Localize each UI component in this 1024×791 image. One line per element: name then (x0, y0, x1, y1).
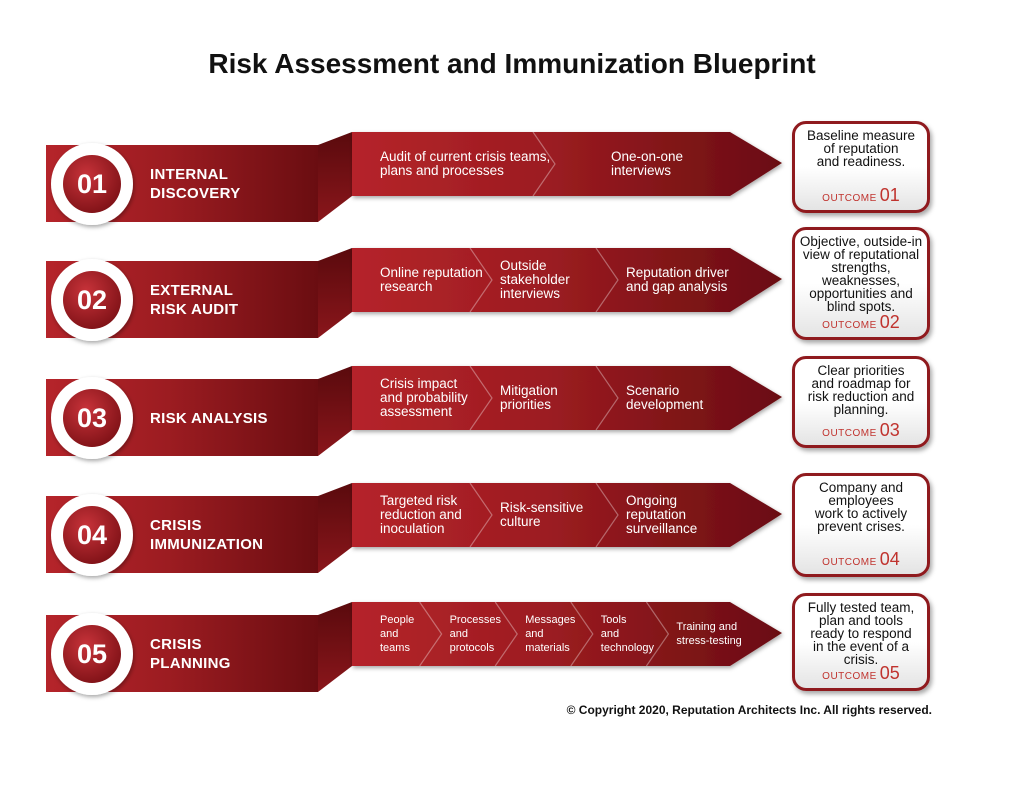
step-text: Reputation driver and gap analysis (626, 265, 729, 294)
row-arrow (352, 602, 782, 666)
step-text: Ongoing reputation surveillance (626, 493, 698, 536)
outcome-number: 05 (879, 663, 900, 683)
step-chevron (595, 365, 619, 431)
row-5 (46, 601, 782, 695)
row-number: 02 (76, 285, 108, 315)
step-text: Risk-sensitive culture (500, 500, 584, 529)
row-4 (46, 482, 782, 576)
step-text: Processes and protocols (449, 614, 501, 654)
row-number: 01 (76, 169, 108, 199)
step-text: Scenario development (626, 383, 704, 412)
row-label: CRISIS IMMUNIZATION (150, 517, 264, 553)
number-circle (63, 506, 121, 564)
step-chevron (595, 247, 619, 313)
step-text: Online reputation research (380, 265, 483, 294)
step-chevron (419, 601, 443, 667)
step-chevron (595, 482, 619, 548)
row-label: EXTERNAL RISK AUDIT (150, 282, 239, 318)
row-fold (318, 366, 352, 456)
step-chevron (469, 365, 493, 431)
row-fold (318, 602, 352, 692)
row-fold (318, 483, 352, 573)
row-arrow (352, 483, 782, 547)
outcome-word: OUTCOME (822, 320, 877, 331)
number-circle (63, 271, 121, 329)
outcome-word: OUTCOME (822, 557, 877, 568)
outcome-box: Fully tested team, plan and tools ready … (792, 593, 930, 691)
outcome-text: Clear priorities and roadmap for risk re… (807, 363, 915, 417)
outcome-word: OUTCOME (822, 428, 877, 439)
step-chevron (494, 601, 518, 667)
step-text: Targeted risk reduction and inoculation (380, 493, 462, 536)
step-chevron (469, 482, 493, 548)
step-text: Mitigation priorities (500, 383, 558, 412)
step-text: One-on-one interviews (611, 149, 684, 178)
number-circle (63, 155, 121, 213)
step-chevron (469, 247, 493, 313)
page-title: Risk Assessment and Immunization Bluepri… (208, 48, 816, 79)
outcome-text: Company and employees work to actively p… (814, 480, 908, 534)
outcome-box: Clear priorities and roadmap for risk re… (792, 356, 930, 448)
row-arrow (352, 248, 782, 312)
outcome-box: Objective, outside-in view of reputation… (792, 227, 930, 340)
outcome-number: 01 (879, 185, 900, 205)
outcome-number: 04 (879, 549, 900, 569)
step-text: People and teams (380, 614, 415, 654)
number-circle (63, 389, 121, 447)
row-number: 03 (76, 403, 108, 433)
outcome-word: OUTCOME (822, 193, 877, 204)
row-label: CRISIS PLANNING (150, 636, 231, 672)
number-circle (63, 625, 121, 683)
row-arrow (352, 366, 782, 430)
outcome-box: Baseline measure of reputation and readi… (792, 121, 930, 213)
row-number: 05 (76, 639, 108, 669)
step-text: Tools and technology (600, 614, 655, 654)
step-chevron (532, 131, 556, 197)
row-number: 04 (76, 520, 108, 550)
step-chevron (645, 601, 670, 667)
outcome-text: Fully tested team, plan and tools ready … (807, 600, 915, 667)
row-fold (318, 248, 352, 338)
row-fold (318, 132, 352, 222)
outcome-text: Baseline measure of reputation and readi… (806, 128, 916, 169)
step-text: Audit of current crisis teams, plans and… (380, 149, 551, 178)
outcome-word: OUTCOME (822, 671, 877, 682)
row-1 (46, 131, 782, 225)
row-label: RISK ANALYSIS (150, 409, 268, 427)
row-2 (46, 247, 782, 341)
outcome-number: 02 (879, 312, 900, 332)
step-text: Messages and materials (525, 614, 576, 654)
step-text: Outside stakeholder interviews (500, 258, 570, 301)
copyright-text: © Copyright 2020, Reputation Architects … (566, 703, 932, 717)
step-text: Crisis impact and probability assessment (380, 376, 468, 419)
row-3 (46, 365, 782, 459)
outcome-number: 03 (879, 420, 900, 440)
step-text: Training and stress-testing (676, 621, 742, 647)
row-arrow (352, 132, 782, 196)
outcome-box: Company and employees work to actively p… (792, 473, 930, 577)
step-chevron (570, 601, 594, 667)
outcome-text: Objective, outside-in view of reputation… (799, 234, 923, 314)
row-label: INTERNAL DISCOVERY (150, 166, 241, 202)
